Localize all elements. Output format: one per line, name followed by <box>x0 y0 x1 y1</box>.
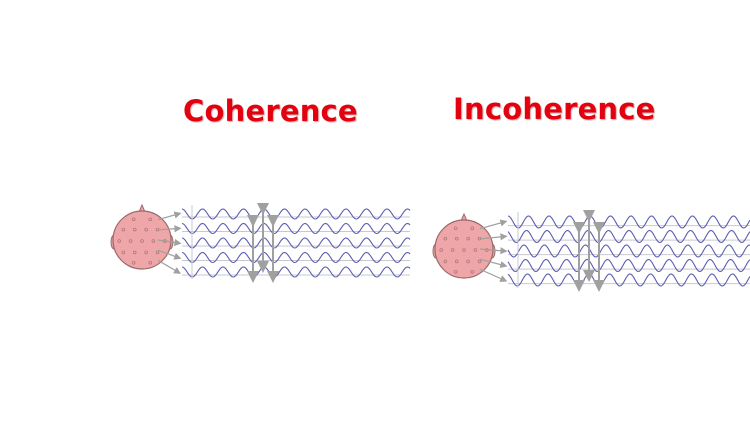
electrode-dot <box>454 259 459 264</box>
channel-arrow <box>157 259 182 274</box>
electrode-dot <box>144 227 148 232</box>
sine-wave <box>507 215 750 229</box>
sine-wave <box>507 244 750 258</box>
electrode-dot <box>470 269 475 274</box>
electrode-dot <box>466 236 470 241</box>
electrode-dot <box>462 248 466 252</box>
sine-wave <box>181 251 411 264</box>
electrode-dot <box>151 239 156 243</box>
channel-arrow <box>479 233 508 241</box>
electrode-dot <box>477 259 482 264</box>
coherence-diagram <box>110 203 411 283</box>
electrode-dot <box>450 248 455 252</box>
head-icon <box>432 212 496 279</box>
sine-wave <box>507 273 750 287</box>
channel-arrow <box>479 258 508 269</box>
electrode-dot <box>140 239 144 243</box>
channel-arrow <box>479 268 508 282</box>
electrode-dot <box>131 217 136 222</box>
coherence-panel <box>105 200 415 285</box>
incoherence-panel <box>428 205 750 300</box>
electrode-dot <box>148 260 153 265</box>
electrode-dot <box>131 260 136 265</box>
sine-wave <box>507 229 750 244</box>
electrode-dot <box>132 250 137 255</box>
electrode-dot <box>443 236 448 241</box>
electrode-dot <box>443 259 448 264</box>
sine-wave <box>181 237 411 249</box>
channel-arrow <box>157 211 182 221</box>
electrode-dot <box>454 236 459 241</box>
sine-wave <box>181 208 411 220</box>
head-icon <box>110 203 174 270</box>
electrode-dot <box>453 226 458 231</box>
electrode-dot <box>470 226 475 231</box>
electrode-dot <box>155 250 160 255</box>
sine-wave <box>181 266 411 278</box>
channel-arrow <box>157 225 182 233</box>
electrode-dot <box>121 227 126 232</box>
sine-wave <box>507 258 750 273</box>
coherence-title: Coherence <box>183 94 358 128</box>
electrode-dot <box>117 239 122 243</box>
electrode-dot <box>148 217 153 222</box>
electrode-dot <box>128 239 133 243</box>
electrode-dot <box>439 248 444 252</box>
electrode-dot <box>144 250 148 255</box>
electrode-dot <box>453 269 458 274</box>
incoherence-diagram <box>432 210 750 292</box>
channel-arrow <box>157 238 182 247</box>
electrode-dot <box>466 259 470 264</box>
electrode-dot <box>132 227 137 232</box>
channel-arrow <box>479 219 508 230</box>
channel-arrow <box>479 247 508 255</box>
electrode-dot <box>121 250 126 255</box>
sine-wave <box>181 222 411 235</box>
incoherence-title: Incoherence <box>453 92 656 126</box>
channel-arrow <box>157 249 182 260</box>
electrode-dot <box>473 248 478 252</box>
